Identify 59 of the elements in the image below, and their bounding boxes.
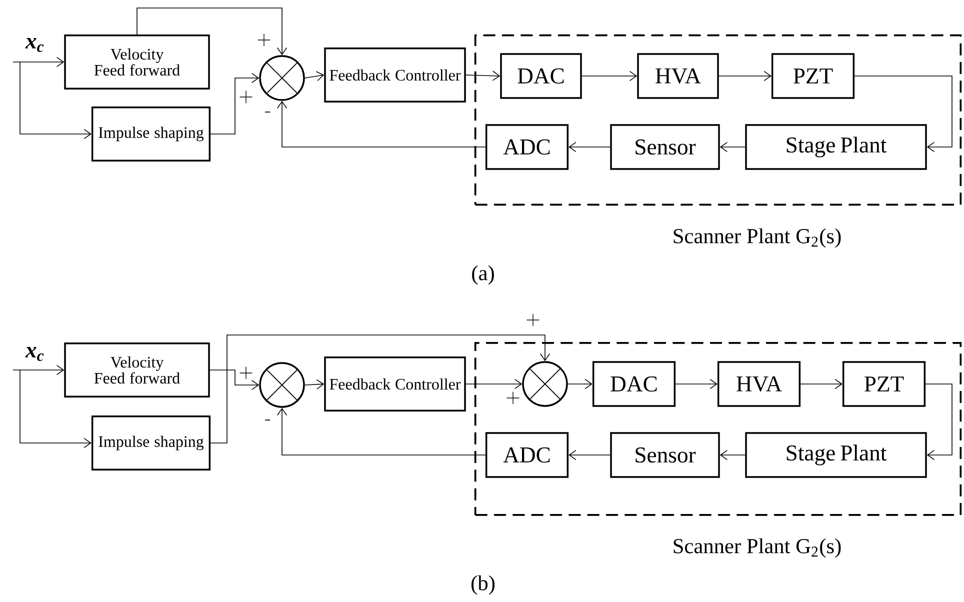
block-box: Velocity Feed forward bbox=[64, 342, 210, 398]
arrow bbox=[854, 76, 952, 152]
arrow bbox=[718, 70, 772, 82]
arrow bbox=[465, 70, 500, 81]
arrow bbox=[304, 379, 324, 390]
block-box: Feedback Controller bbox=[324, 47, 466, 103]
block-box: PZT bbox=[771, 53, 855, 99]
math-variable: x$_{c}$ bbox=[25, 346, 44, 361]
arrow bbox=[568, 450, 611, 460]
math-variable: x$_{c}$ bbox=[25, 38, 44, 52]
arrow bbox=[800, 378, 842, 390]
summing-junction bbox=[259, 362, 305, 408]
block-box: PZT bbox=[842, 361, 926, 407]
arrow bbox=[276, 100, 486, 148]
sign-label: + bbox=[238, 90, 254, 104]
arrow bbox=[465, 378, 522, 390]
arrow bbox=[581, 70, 638, 82]
summing-junction bbox=[259, 55, 305, 101]
block-box: DAC bbox=[592, 361, 676, 407]
arrow bbox=[568, 142, 611, 152]
arrow bbox=[20, 62, 92, 140]
block-box: Sensor bbox=[610, 124, 720, 170]
block-box: ADC bbox=[485, 124, 569, 170]
panel-label: (a) bbox=[472, 265, 494, 285]
block-box: Sensor bbox=[610, 432, 720, 478]
arrow bbox=[304, 71, 324, 82]
arrow bbox=[12, 364, 64, 376]
sign-label: + bbox=[238, 366, 254, 380]
block-box: Velocity Feed forward bbox=[64, 34, 210, 90]
arrow bbox=[12, 56, 64, 68]
block-box: Impulse shaping bbox=[91, 415, 211, 471]
sign-label: + bbox=[256, 33, 272, 47]
sign-label: - bbox=[264, 110, 272, 118]
block-box: Feedback Controller bbox=[324, 356, 466, 412]
node-label: Scanner Plant G$_{2}$(s) bbox=[674, 538, 841, 558]
block-box: Stage Plant bbox=[745, 432, 927, 478]
block-box: HVA bbox=[637, 53, 719, 99]
arrow bbox=[136, 8, 288, 56]
block-box: Stage Plant bbox=[745, 124, 927, 170]
arrow bbox=[925, 384, 952, 460]
sign-label: - bbox=[264, 418, 272, 426]
sign-label: + bbox=[525, 313, 541, 327]
block-box: ADC bbox=[485, 432, 569, 478]
block-box: HVA bbox=[717, 361, 801, 407]
sign-label: + bbox=[505, 391, 521, 405]
block-box: Impulse shaping bbox=[91, 106, 211, 162]
arrow bbox=[210, 334, 550, 444]
arrow bbox=[720, 450, 746, 460]
arrow bbox=[20, 370, 92, 448]
summing-junction bbox=[522, 361, 568, 407]
arrow bbox=[720, 142, 746, 152]
arrow bbox=[210, 72, 260, 134]
arrow bbox=[276, 408, 486, 456]
panel-label: (b) bbox=[472, 575, 494, 595]
arrow bbox=[567, 378, 592, 390]
node-label: Scanner Plant G$_{2}$(s) bbox=[674, 228, 841, 248]
arrow bbox=[675, 378, 718, 390]
block-box: DAC bbox=[500, 53, 582, 99]
arrow bbox=[209, 370, 260, 390]
